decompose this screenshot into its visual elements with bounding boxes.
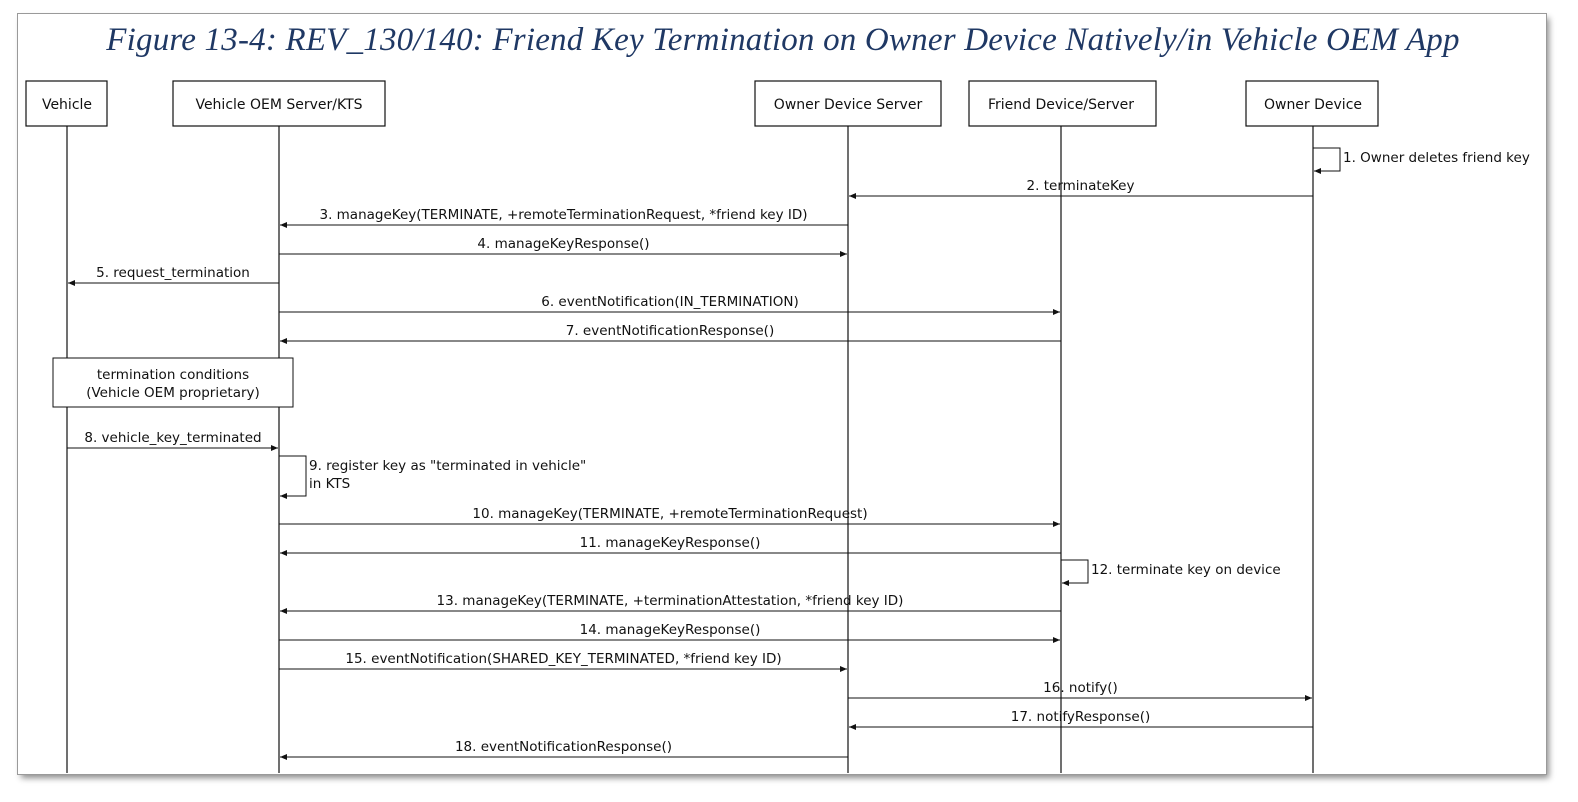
participant-box-oem <box>172 80 386 127</box>
message-label-13: 13. manageKey(TERMINATE, +terminationAtt… <box>437 593 904 609</box>
message-label-1: 1. Owner deletes friend key <box>1343 150 1530 166</box>
message-6: 6. eventNotification(IN_TERMINATION) <box>279 294 1060 315</box>
figure-title: Figure 13-4: REV_130/140: Friend Key Ter… <box>106 22 1460 58</box>
message-1: 1. Owner deletes friend key <box>1313 147 1530 174</box>
message-8: 8. vehicle_key_terminated <box>67 430 278 451</box>
note-line-1: termination conditions <box>97 367 249 383</box>
participant-box-friend <box>968 80 1157 127</box>
participant-label-oem: Vehicle OEM Server/KTS <box>195 97 362 113</box>
message-2: 2. terminateKey <box>849 178 1313 199</box>
self-arrow-1 <box>1313 147 1341 174</box>
message-label-2: 2. terminateKey <box>1027 178 1135 194</box>
participant-box-ods <box>754 80 942 127</box>
message-14: 14. manageKeyResponse() <box>279 622 1060 643</box>
self-arrow-9 <box>279 455 307 499</box>
message-label-11: 11. manageKeyResponse() <box>580 535 761 551</box>
message-label-3: 3. manageKey(TERMINATE, +remoteTerminati… <box>319 207 807 223</box>
message-12: 12. terminate key on device <box>1061 559 1281 586</box>
message-label-15: 15. eventNotification(SHARED_KEY_TERMINA… <box>345 651 781 667</box>
message-15: 15. eventNotification(SHARED_KEY_TERMINA… <box>279 651 847 672</box>
message-label-12: 12. terminate key on device <box>1091 562 1281 578</box>
message-label-17: 17. notifyResponse() <box>1011 709 1151 725</box>
message-16: 16. notify() <box>848 680 1312 701</box>
message-label-9: 9. register key as "terminated in vehicl… <box>309 458 586 474</box>
participant-box-vehicle <box>25 80 108 127</box>
participant-label-ods: Owner Device Server <box>774 97 923 113</box>
message-label-18: 18. eventNotificationResponse() <box>455 739 672 755</box>
message-label-14: 14. manageKeyResponse() <box>580 622 761 638</box>
message-label-7: 7. eventNotificationResponse() <box>566 323 774 339</box>
participant-label-owner: Owner Device <box>1264 97 1362 113</box>
message-label-6: 6. eventNotification(IN_TERMINATION) <box>541 294 798 310</box>
message-label-5: 5. request_termination <box>96 265 250 281</box>
message-9: 9. register key as "terminated in vehicl… <box>279 455 586 499</box>
message-label-9-line2: in KTS <box>309 476 350 492</box>
message-7: 7. eventNotificationResponse() <box>280 323 1061 344</box>
message-11: 11. manageKeyResponse() <box>280 535 1061 556</box>
message-label-8: 8. vehicle_key_terminated <box>84 430 261 446</box>
message-label-10: 10. manageKey(TERMINATE, +remoteTerminat… <box>472 506 867 522</box>
self-arrow-12 <box>1061 559 1089 586</box>
message-10: 10. manageKey(TERMINATE, +remoteTerminat… <box>279 506 1060 527</box>
message-13: 13. manageKey(TERMINATE, +terminationAtt… <box>280 593 1061 614</box>
message-label-4: 4. manageKeyResponse() <box>477 236 649 252</box>
termination-conditions-note <box>52 357 294 408</box>
participant-box-owner <box>1245 80 1379 127</box>
participant-label-vehicle: Vehicle <box>42 97 92 113</box>
message-label-16: 16. notify() <box>1043 680 1118 696</box>
message-4: 4. manageKeyResponse() <box>279 236 847 257</box>
message-18: 18. eventNotificationResponse() <box>280 739 848 760</box>
note-line-2: (Vehicle OEM proprietary) <box>86 385 260 401</box>
message-3: 3. manageKey(TERMINATE, +remoteTerminati… <box>280 207 848 228</box>
participant-label-friend: Friend Device/Server <box>988 97 1134 113</box>
message-5: 5. request_termination <box>68 265 279 286</box>
message-17: 17. notifyResponse() <box>849 709 1313 730</box>
